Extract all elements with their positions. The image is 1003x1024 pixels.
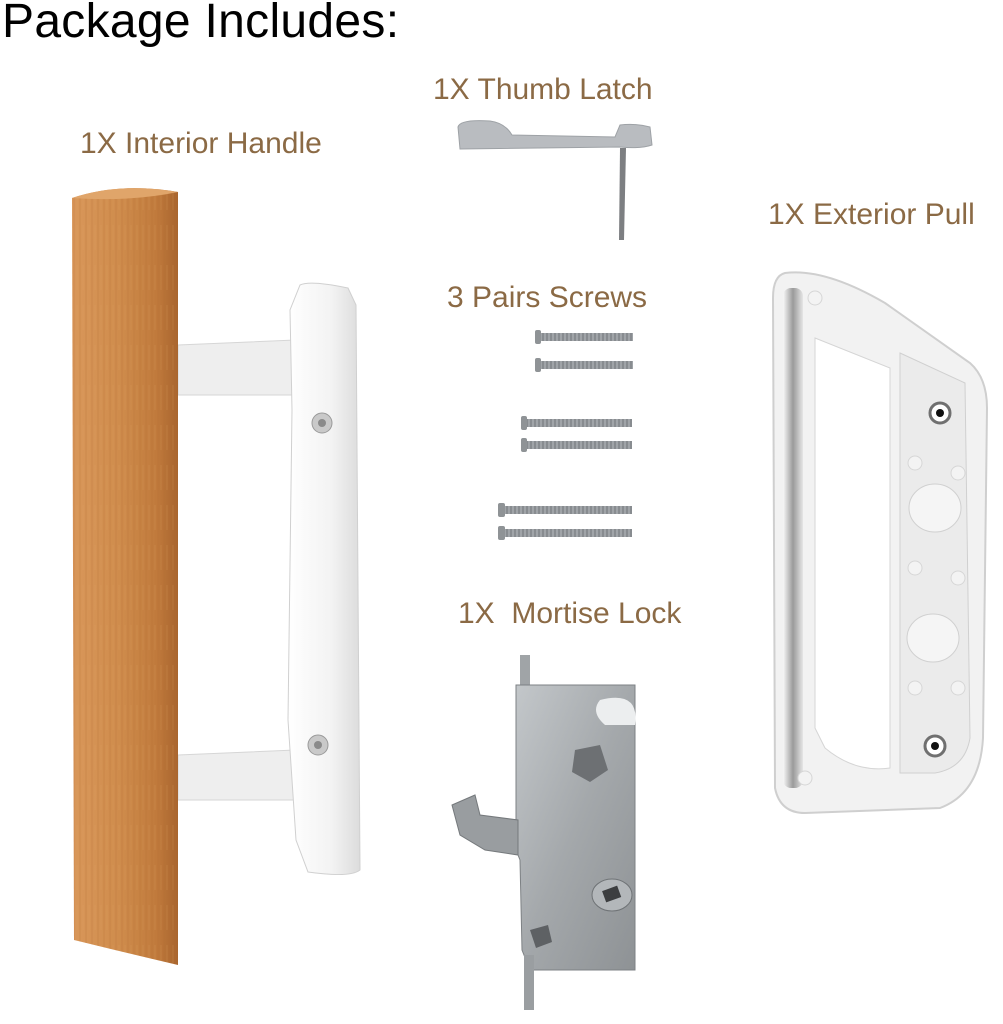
label-thumb-latch: 1X Thumb Latch — [433, 73, 653, 106]
label-interior-handle: 1X Interior Handle — [80, 127, 322, 160]
screw-pair-3 — [498, 503, 632, 540]
screw-pair-2 — [521, 416, 632, 452]
label-screws: 3 Pairs Screws — [447, 281, 648, 314]
label-mortise-lock: 1X Mortise Lock — [458, 597, 682, 630]
mortise-lock-image — [440, 650, 650, 1020]
screw-pair-1 — [535, 330, 633, 372]
interior-handle-image — [60, 180, 380, 990]
screws-image — [490, 325, 650, 550]
thumb-latch-image — [450, 115, 665, 245]
page-title: Package Includes: — [2, 0, 400, 48]
exterior-pull-image — [765, 268, 995, 823]
label-exterior-pull: 1X Exterior Pull — [768, 198, 975, 231]
